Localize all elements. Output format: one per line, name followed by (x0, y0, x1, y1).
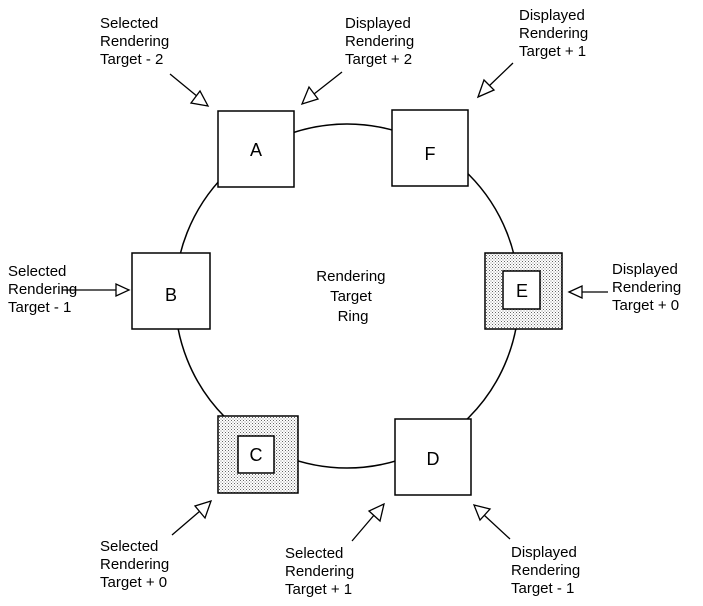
arrow-selected-minus-2 (169, 73, 210, 107)
node-c-label: C (250, 445, 263, 465)
arrow-displayed-plus-0 (567, 284, 608, 300)
arrow-displayed-plus-2 (300, 71, 343, 106)
annotation-displayed-plus-0: Displayed Rendering Target + 0 (612, 261, 685, 314)
node-e-label: E (516, 281, 528, 301)
node-a-label: A (250, 140, 262, 160)
node-b-label: B (165, 285, 177, 305)
node-c-selected: C (217, 415, 299, 494)
node-e-displayed: E (484, 252, 563, 330)
annotation-selected-plus-0: Selected Rendering Target + 0 (100, 538, 173, 591)
arrow-displayed-minus-1 (472, 504, 511, 540)
annotation-displayed-plus-1: Displayed Rendering Target + 1 (519, 7, 592, 60)
arrow-selected-plus-1 (351, 502, 385, 542)
arrow-selected-minus-1 (62, 282, 131, 298)
node-d: D (394, 418, 472, 496)
arrow-displayed-plus-1 (476, 62, 514, 99)
annotation-displayed-plus-2: Displayed Rendering Target + 2 (345, 15, 418, 68)
node-f-label: F (425, 144, 436, 164)
arrow-selected-plus-0 (171, 499, 213, 536)
annotation-selected-minus-2: Selected Rendering Target - 2 (100, 15, 173, 68)
node-a: A (217, 110, 295, 188)
ring-center-label: Rendering Target Ring (316, 268, 389, 325)
annotation-selected-minus-1: Selected Rendering Target - 1 (8, 263, 81, 316)
node-f: F (391, 109, 469, 187)
annotation-selected-plus-1: Selected Rendering Target + 1 (285, 545, 358, 598)
annotation-displayed-minus-1: Displayed Rendering Target - 1 (511, 544, 584, 597)
node-b: B (131, 252, 211, 330)
node-d-label: D (427, 449, 440, 469)
